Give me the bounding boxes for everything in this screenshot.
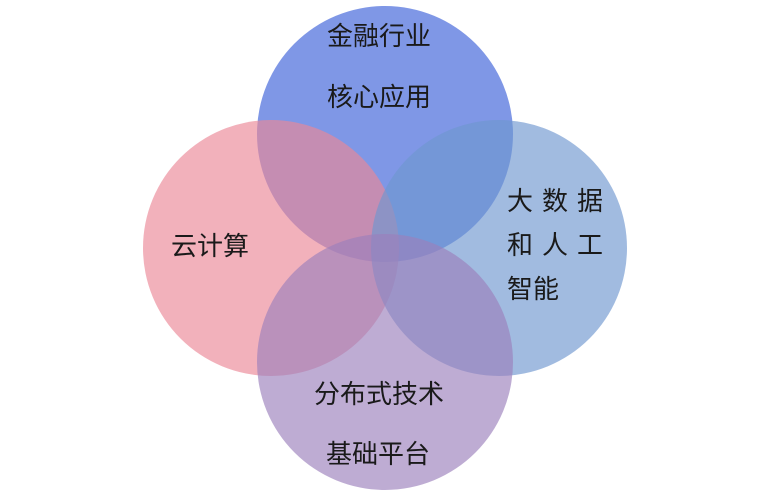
label-right-line2: 和人工 <box>507 231 613 261</box>
label-top-line1: 金融行业 <box>327 22 432 52</box>
label-left: 云计算 <box>171 232 250 262</box>
label-bottom-line2: 基础平台 <box>326 440 431 470</box>
label-right-line1: 大数据 <box>507 187 613 217</box>
label-top-line2: 核心应用 <box>327 83 432 113</box>
label-right-line3: 智能 <box>507 275 560 305</box>
label-bottom-line1: 分布式技术 <box>314 380 445 410</box>
circle-distributed-platform <box>257 234 513 490</box>
